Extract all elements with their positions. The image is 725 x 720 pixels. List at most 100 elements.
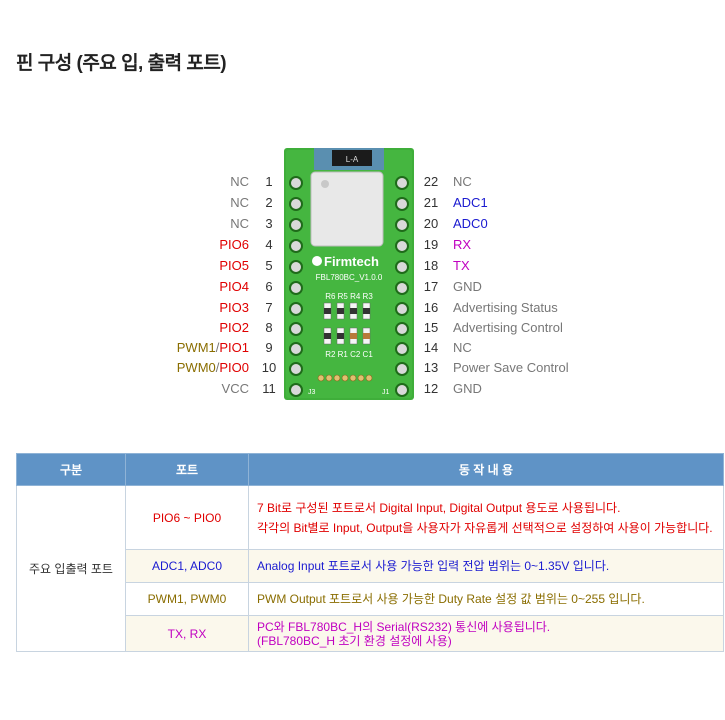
right-pin-15: 15 Advertising Control bbox=[0, 318, 725, 338]
resistor-labels-top: R6 R5 R4 R3 bbox=[325, 292, 373, 301]
pin-number: 5 bbox=[265, 258, 273, 273]
pin-name: GND bbox=[453, 279, 482, 294]
left-pin-6: PIO4 6 bbox=[0, 277, 725, 297]
description-cell: 7 Bit로 구성된 포트로서 Digital Input, Digital O… bbox=[248, 485, 724, 550]
pin-name: Power Save Control bbox=[453, 360, 569, 375]
pin-name: ADC1 bbox=[453, 195, 488, 210]
pin-number: 15 bbox=[423, 320, 439, 335]
pin-number: 1 bbox=[265, 174, 273, 189]
port-cell: TX, RX bbox=[125, 615, 249, 652]
group-cell: 주요 입출력 포트 bbox=[16, 485, 126, 652]
j1-label: J1 bbox=[382, 389, 390, 396]
pin-number: 17 bbox=[423, 279, 439, 294]
pin-name: ADC0 bbox=[453, 216, 488, 231]
right-pin-19: 19 RX bbox=[0, 235, 725, 255]
pin-number: 13 bbox=[423, 360, 439, 375]
header-port: 포트 bbox=[125, 453, 249, 486]
pin-number: 16 bbox=[423, 300, 439, 315]
pin-number: 20 bbox=[423, 216, 439, 231]
resistor-labels-bottom: R2 R1 C2 C1 bbox=[325, 350, 373, 359]
table-header-row: 구분 포트 동 작 내 용 bbox=[16, 453, 724, 486]
board-brand: Firmtech bbox=[324, 254, 379, 269]
left-pin-9: PWM1/PIO1 9 bbox=[0, 338, 725, 358]
right-pin-14: 14 NC bbox=[0, 338, 725, 358]
left-pin-3: NC 3 bbox=[0, 214, 725, 234]
description-cell: PC와 FBL780BC_H의 Serial(RS232) 통신에 사용됩니다.… bbox=[248, 615, 724, 652]
pin-number: 4 bbox=[265, 237, 273, 252]
port-cell: PWM1, PWM0 bbox=[125, 582, 249, 616]
pin-number: 6 bbox=[265, 279, 273, 294]
description-line: PC와 FBL780BC_H의 Serial(RS232) 통신에 사용됩니다. bbox=[257, 619, 551, 634]
pin-number: 21 bbox=[423, 195, 439, 210]
page-title: 핀 구성 (주요 입, 출력 포트) bbox=[16, 53, 227, 74]
pin-name: PWM0/PIO0 bbox=[177, 358, 249, 378]
pin-name: PIO5 bbox=[219, 258, 249, 273]
pin-number: 12 bbox=[423, 381, 439, 396]
pin-number: 3 bbox=[265, 216, 273, 231]
pin-name: PIO4 bbox=[219, 279, 249, 294]
pin-number: 9 bbox=[265, 340, 273, 355]
pin-name: NC bbox=[453, 174, 472, 189]
pin-number: 2 bbox=[265, 195, 273, 210]
table-row: ADC1, ADC0 Analog Input 포트로서 사용 가능한 입력 전… bbox=[17, 549, 724, 583]
pin-name: VCC bbox=[221, 381, 249, 396]
pin-name-separator: / bbox=[215, 360, 220, 375]
right-pin-22: 22 NC bbox=[0, 172, 725, 192]
left-pin-4: PIO6 4 bbox=[0, 235, 725, 255]
board-model: FBL780BC_V1.0.0 bbox=[316, 273, 383, 282]
left-pin-8: PIO2 8 bbox=[0, 318, 725, 338]
port-spec-table: 구분 포트 동 작 내 용 주요 입출력 포트 PIO6 ~ PIO0 7 Bi… bbox=[16, 453, 724, 652]
port-cell: ADC1, ADC0 bbox=[125, 549, 249, 583]
left-pin-2: NC 2 bbox=[0, 193, 725, 213]
pin-number: 10 bbox=[261, 360, 277, 375]
pin-name-separator: / bbox=[215, 340, 220, 355]
right-pin-16: 16 Advertising Status bbox=[0, 298, 725, 318]
pin-name: TX bbox=[453, 258, 470, 273]
right-pin-17: 17 GND bbox=[0, 277, 725, 297]
pin-number: 14 bbox=[423, 340, 439, 355]
pin-name: PWM1/PIO1 bbox=[177, 338, 249, 358]
module-board-image: L-A Firmtech FBL780BC_V1.0.0 R6 R5 R4 R3… bbox=[284, 148, 414, 400]
pin-name-pio: PIO0 bbox=[219, 360, 249, 375]
left-pin-10: PWM0/PIO0 10 bbox=[0, 358, 725, 378]
header-description: 동 작 내 용 bbox=[248, 453, 724, 486]
pin-name: RX bbox=[453, 237, 472, 252]
description-cell: Analog Input 포트로서 사용 가능한 입력 전압 범위는 0~1.3… bbox=[248, 549, 724, 583]
pin-number: 11 bbox=[262, 381, 276, 396]
pin-name: PIO6 bbox=[219, 237, 249, 252]
pin-name: Advertising Control bbox=[453, 320, 563, 335]
table-row: 주요 입출력 포트 PIO6 ~ PIO0 7 Bit로 구성된 포트로서 Di… bbox=[16, 485, 724, 652]
header-category: 구분 bbox=[16, 453, 126, 486]
pin-name: NC bbox=[230, 174, 249, 189]
pin-number: 18 bbox=[423, 258, 439, 273]
pin-name: Advertising Status bbox=[453, 300, 558, 315]
pin-number: 8 bbox=[265, 320, 273, 335]
table-row: TX, RX PC와 FBL780BC_H의 Serial(RS232) 통신에… bbox=[17, 615, 724, 652]
left-pin-11: VCC 11 bbox=[0, 379, 725, 399]
right-pin-12: 12 GND bbox=[0, 379, 725, 399]
description-line: (FBL780BC_H 초기 환경 설정에 사용) bbox=[257, 633, 452, 648]
pin-name-pwm: PWM1 bbox=[176, 340, 216, 355]
left-pin-1: NC 1 bbox=[0, 172, 725, 192]
port-cell: PIO6 ~ PIO0 bbox=[125, 485, 249, 550]
switch-label: L-A bbox=[346, 155, 359, 164]
description-cell: PWM Output 포트로서 사용 가능한 Duty Rate 설정 값 범위… bbox=[248, 582, 724, 616]
left-pin-5: PIO5 5 bbox=[0, 256, 725, 276]
pin-name: GND bbox=[453, 381, 482, 396]
right-pin-13: 13 Power Save Control bbox=[0, 358, 725, 378]
right-pin-18: 18 TX bbox=[0, 256, 725, 276]
pin-name: NC bbox=[230, 195, 249, 210]
pin-number: 22 bbox=[423, 174, 439, 189]
description-line: Analog Input 포트로서 사용 가능한 입력 전압 범위는 0~1.3… bbox=[257, 559, 610, 573]
pin-name-pio: PIO1 bbox=[219, 340, 249, 355]
j3-label: J3 bbox=[308, 389, 316, 396]
description-line: 각각의 Bit별로 Input, Output을 사용자가 자유롭게 선택적으로… bbox=[257, 520, 713, 535]
left-pin-7: PIO3 7 bbox=[0, 298, 725, 318]
pin-name: PIO2 bbox=[219, 320, 249, 335]
pin-name-pwm: PWM0 bbox=[176, 360, 216, 375]
right-pin-20: 20 ADC0 bbox=[0, 214, 725, 234]
pin-name: NC bbox=[453, 340, 472, 355]
right-pin-21: 21 ADC1 bbox=[0, 193, 725, 213]
pin-name: NC bbox=[230, 216, 249, 231]
description-line: 7 Bit로 구성된 포트로서 Digital Input, Digital O… bbox=[257, 500, 621, 515]
